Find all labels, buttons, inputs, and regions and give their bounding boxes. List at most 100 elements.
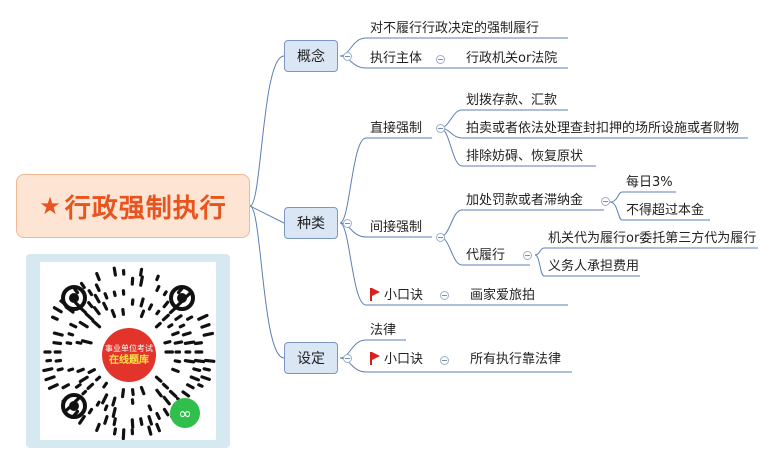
qr-dash [200, 323, 211, 329]
substitute-item: 机关代为履行or委托第三方代为履行 [548, 231, 757, 246]
qr-dash [74, 383, 82, 389]
qr-dash [95, 400, 101, 407]
qr-dash [174, 314, 183, 321]
qr-dash [173, 340, 184, 345]
qr-dash [95, 375, 102, 382]
collapse-penalty-icon[interactable] [601, 197, 610, 206]
collapse-setting-mnemonic-icon[interactable] [440, 356, 449, 365]
qr-dash [78, 320, 89, 329]
substitute-item: 义务人承担费用 [548, 259, 640, 274]
qr-badge-line2: 在线题库 [109, 354, 149, 366]
qr-dash [110, 308, 117, 319]
qr-dash [103, 404, 109, 412]
category-types[interactable]: 种类 [284, 207, 338, 239]
qr-dash [112, 266, 117, 277]
qr-dash [73, 287, 80, 295]
qr-dash [50, 315, 59, 321]
collapse-setting-icon[interactable] [343, 354, 352, 363]
qr-dash [162, 300, 170, 309]
qr-dash [173, 359, 182, 364]
concept-subject-value: 行政机关or法院 [466, 51, 558, 66]
qr-dash [101, 393, 109, 405]
qr-dash [181, 390, 191, 398]
qr-dash [189, 375, 201, 382]
qr-dash [155, 309, 161, 316]
category-setting[interactable]: 设定 [284, 342, 338, 374]
qr-dash [76, 367, 85, 373]
qr-dash [95, 422, 101, 433]
qr-dash [202, 331, 215, 337]
qr-dash [44, 375, 56, 382]
qr-dash [183, 359, 196, 364]
category-concept[interactable]: 概念 [284, 40, 338, 72]
collapse-subject-icon[interactable] [436, 55, 445, 64]
qr-dash [79, 307, 88, 315]
setting-law: 法律 [370, 323, 397, 338]
concept-definition: 对不履行行政决定的强制履行 [370, 21, 540, 36]
qr-dash [202, 367, 211, 372]
qr-dash [94, 283, 101, 293]
qr-finder-ring [169, 285, 195, 311]
collapse-substitute-icon[interactable] [523, 251, 532, 260]
collapse-direct-icon[interactable] [436, 124, 445, 133]
qr-dash [181, 331, 192, 337]
collapse-indirect-icon[interactable] [436, 233, 445, 242]
qr-dash [78, 375, 89, 384]
qr-dash [200, 375, 211, 382]
qr-dash [168, 389, 178, 398]
qr-dash [65, 341, 73, 345]
qr-dash [112, 427, 117, 436]
qr-dash [162, 407, 170, 417]
setting-mnemonic: 小口诀 [370, 352, 423, 368]
qr-dash [91, 319, 102, 329]
qr-dash [167, 323, 174, 329]
concept-subject-label: 执行主体 [370, 51, 423, 66]
qr-code[interactable]: 事业单位考试 在线题库 ∞ [40, 262, 216, 441]
qr-code-frame: 事业单位考试 在线题库 ∞ [26, 254, 230, 448]
qr-dash [75, 340, 83, 345]
qr-dash [183, 340, 196, 345]
qr-dash [155, 422, 161, 433]
qr-dash [193, 341, 203, 346]
qr-dash [139, 275, 144, 287]
qr-dash [147, 415, 153, 426]
qr-finder-ring [61, 285, 87, 311]
qr-dash [139, 297, 145, 308]
qr-dash [168, 306, 177, 315]
qr-dash [112, 290, 117, 298]
qr-dash [52, 306, 63, 314]
qr-dash [147, 303, 154, 311]
collapse-types-mnemonic-icon[interactable] [440, 291, 449, 300]
qr-badge-line1: 事业单位考试 [105, 343, 153, 353]
qr-dash [139, 267, 144, 277]
qr-dash [47, 383, 59, 390]
qr-dash [155, 411, 161, 420]
qr-dash [197, 383, 204, 388]
collapse-types-icon[interactable] [343, 219, 352, 228]
qr-dash [147, 425, 153, 436]
qr-dash [139, 385, 146, 396]
root-node[interactable]: ★ 行政强制执行 [16, 174, 250, 238]
qr-dash [171, 330, 180, 337]
qr-dash [81, 389, 88, 396]
qr-dash [161, 382, 170, 390]
qr-finder-dot [69, 293, 79, 303]
qr-dash [121, 308, 126, 316]
qr-dash [185, 383, 195, 390]
qr-dash [163, 340, 172, 345]
qr-dash [67, 332, 75, 337]
qr-dash [102, 381, 109, 389]
qr-dash [93, 293, 101, 304]
qr-dash [79, 281, 86, 290]
qr-dash [87, 301, 94, 309]
types-mnemonic-label: 小口诀 [384, 288, 424, 303]
direct-item: 排除妨碍、恢复原状 [466, 149, 584, 164]
qr-dash [103, 292, 109, 300]
types-mnemonic-value: 画家爱旅拍 [470, 288, 536, 303]
collapse-concept-icon[interactable] [343, 52, 352, 61]
qr-dash [162, 290, 168, 297]
category-setting-label: 设定 [297, 351, 325, 367]
qr-center-badge: 事业单位考试 在线题库 [102, 328, 156, 382]
penalty-node: 加处罚款或者滞纳金 [466, 193, 584, 208]
